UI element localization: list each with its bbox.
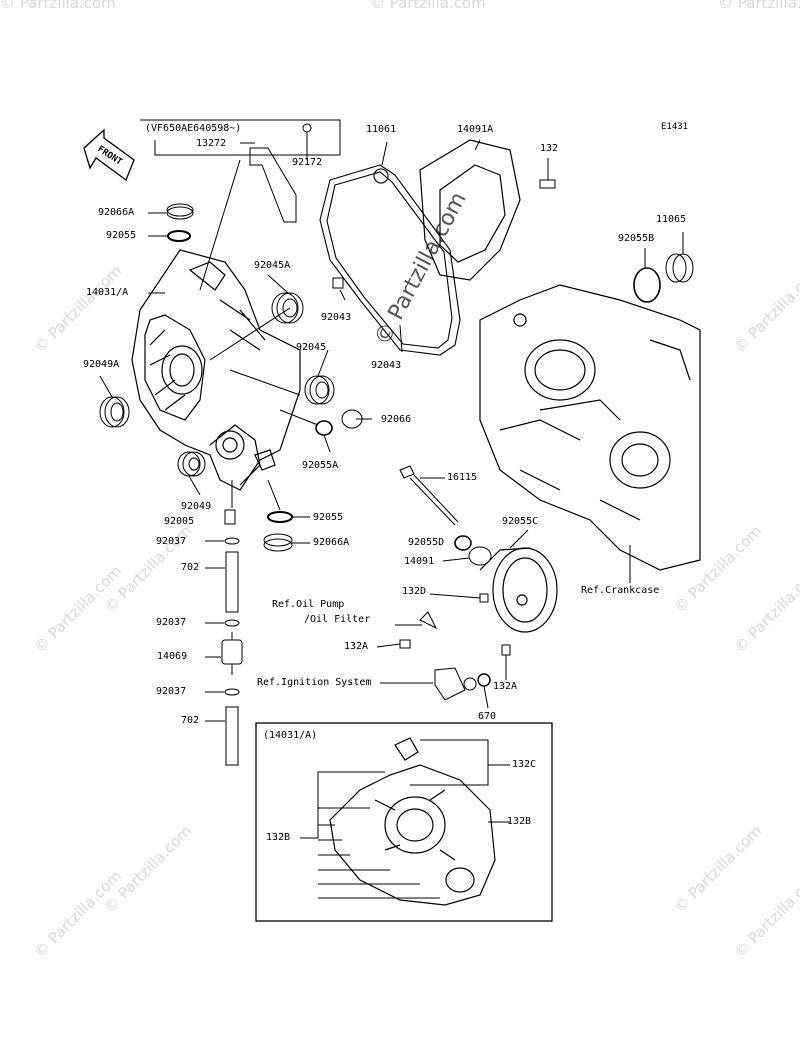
part-label-92045: 92045 xyxy=(296,342,327,353)
inset-cover xyxy=(329,737,496,906)
part-label-132D: 132D xyxy=(402,586,427,597)
left-cover xyxy=(131,249,301,491)
cover-plate-14091A xyxy=(419,139,521,281)
part-label-132B-left: 132B xyxy=(266,832,291,843)
bearing-92045 xyxy=(304,375,335,405)
ref-oil-pump-label: Ref.Oil Pump xyxy=(272,599,345,610)
part-label-16115: 16115 xyxy=(447,472,478,483)
part-label-92055D: 92055D xyxy=(408,537,445,548)
part-label-92049: 92049 xyxy=(181,501,212,512)
part-label-11065: 11065 xyxy=(656,214,687,225)
part-label-92055A: 92055A xyxy=(302,460,339,471)
part-label-92037-b: 92037 xyxy=(156,617,187,628)
part-label-670: 670 xyxy=(478,711,497,722)
watermark: © Partzilla.com xyxy=(718,0,800,12)
part-label-13272: 13272 xyxy=(196,138,227,149)
bearing-92045A xyxy=(271,292,304,324)
watermark: © Partzilla.com xyxy=(370,0,486,12)
gasket-11061 xyxy=(319,164,461,356)
part-label-702-b: 702 xyxy=(181,715,200,726)
front-arrow-icon xyxy=(83,128,135,182)
part-label-92055B: 92055B xyxy=(618,233,655,244)
part-label-92045A: 92045A xyxy=(254,260,291,271)
part-label-92055C: 92055C xyxy=(502,516,539,527)
breather-hose xyxy=(205,537,243,766)
part-label-92037-a: 92037 xyxy=(156,536,187,547)
part-label-702-a: 702 xyxy=(181,562,200,573)
part-label-92172: 92172 xyxy=(292,157,323,168)
part-label-92066A-top: 92066A xyxy=(98,207,135,218)
part-label-92055-top: 92055 xyxy=(106,230,137,241)
part-label-92043-b: 92043 xyxy=(371,360,402,371)
part-label-92049A: 92049A xyxy=(83,359,120,370)
part-label-14031A: 14031/A xyxy=(86,287,129,298)
part-label-132A-a: 132A xyxy=(344,641,369,652)
diagram-code: E1431 xyxy=(661,122,689,132)
part-label-14091A: 14091A xyxy=(457,124,494,135)
ref-ignition-label: Ref.Ignition System xyxy=(257,677,372,688)
part-label-14069: 14069 xyxy=(157,651,188,662)
filter-cover xyxy=(479,547,558,633)
crankcase xyxy=(479,284,701,571)
part-label-92005: 92005 xyxy=(164,516,195,527)
part-label-132C: 132C xyxy=(512,759,537,770)
ref-crankcase-label: Ref.Crankcase xyxy=(581,585,660,596)
part-label-92055-mid: 92055 xyxy=(313,512,344,523)
inset-title: (14031/A) xyxy=(263,730,318,741)
serial-note: (VF650AE640598~) xyxy=(145,123,242,134)
part-label-92066A-mid: 92066A xyxy=(313,537,350,548)
ref-oil-filter-label: /Oil Filter xyxy=(304,614,371,625)
part-label-132: 132 xyxy=(540,143,559,154)
part-label-132B-right: 132B xyxy=(507,816,532,827)
part-label-14091: 14091 xyxy=(404,556,435,567)
inset-frame xyxy=(255,722,553,922)
part-label-132A-b: 132A xyxy=(493,681,518,692)
part-label-11061: 11061 xyxy=(366,124,397,135)
part-label-92066: 92066 xyxy=(381,414,412,425)
part-label-92043-a: 92043 xyxy=(321,312,352,323)
watermark: © Partzilla.com xyxy=(0,0,116,12)
part-label-92037-c: 92037 xyxy=(156,686,187,697)
